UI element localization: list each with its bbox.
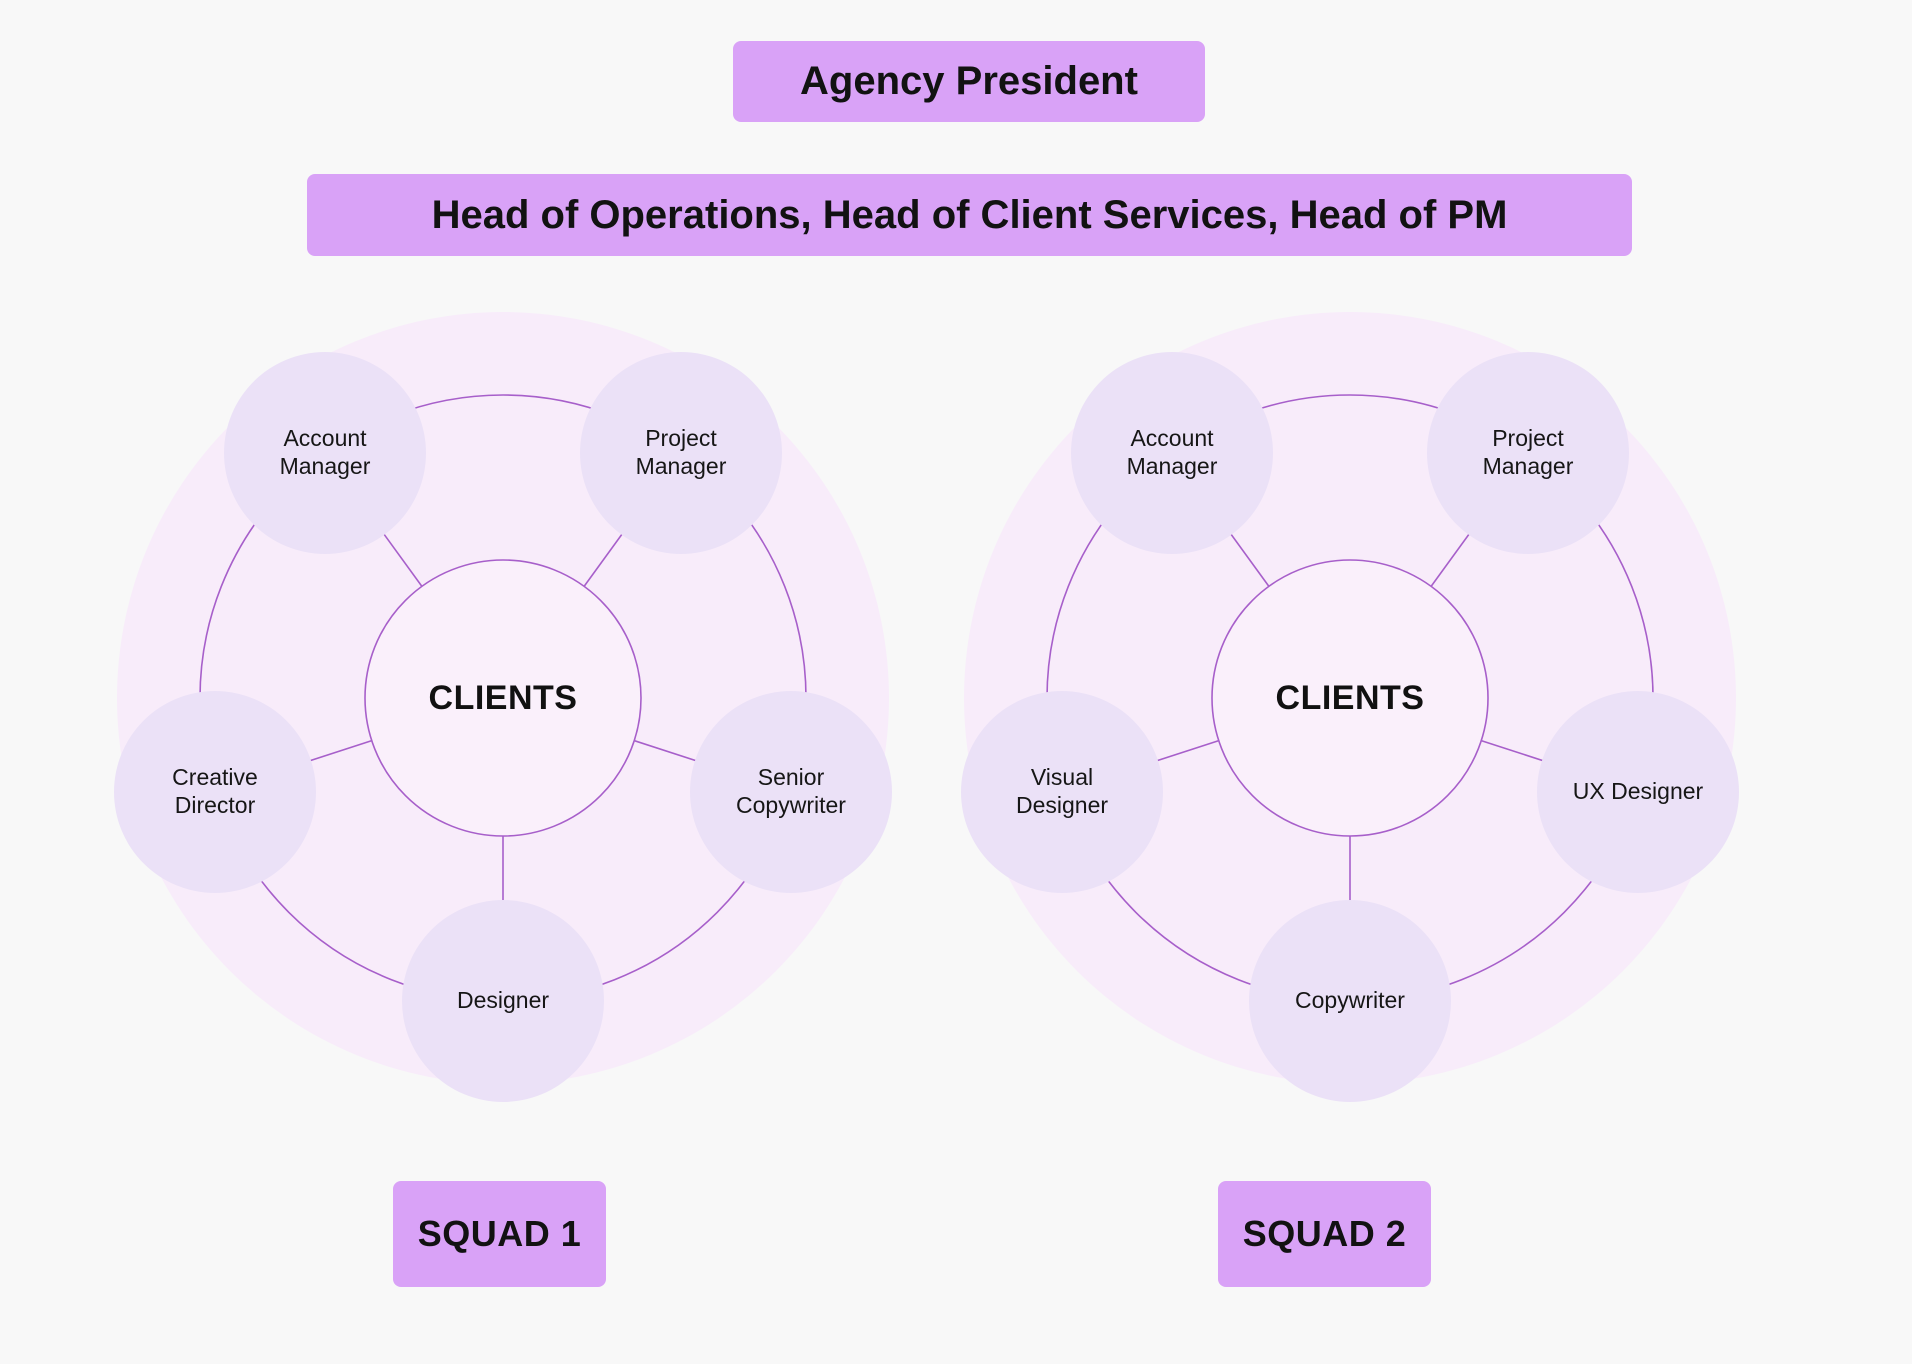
role-label: UX Designer <box>1572 778 1704 805</box>
squad-2-label: SQUAD 2 <box>1242 1213 1407 1254</box>
role-label: Visual Designer <box>1015 764 1109 818</box>
role-node-ux-designer: UX Designer <box>1537 691 1739 893</box>
role-node-account-manager: Account Manager <box>224 352 426 554</box>
department-heads-box: Head of Operations, Head of Client Servi… <box>307 174 1632 256</box>
role-node-project-manager: Project Manager <box>580 352 782 554</box>
role-label: Project Manager <box>635 425 727 479</box>
squad-2-box: SQUAD 2 <box>1218 1181 1431 1287</box>
agency-president-box: Agency President <box>733 41 1205 122</box>
role-node-creative-director: Creative Director <box>114 691 316 893</box>
role-label: Project Manager <box>1482 425 1574 479</box>
role-node-designer: Designer <box>402 900 604 1102</box>
squad-1-diagram: Account Manager Project Manager Senior C… <box>114 312 892 1102</box>
department-heads-label: Head of Operations, Head of Client Servi… <box>431 192 1508 237</box>
clients-label: CLIENTS <box>428 678 578 717</box>
role-node-project-manager: Project Manager <box>1427 352 1629 554</box>
squad-2-diagram: Account Manager Project Manager UX Desig… <box>961 312 1739 1102</box>
role-label: Creative Director <box>172 764 258 818</box>
role-node-visual-designer: Visual Designer <box>961 691 1163 893</box>
role-label: Copywriter <box>1295 987 1405 1014</box>
agency-president-label: Agency President <box>800 59 1138 103</box>
squad-1-label: SQUAD 1 <box>417 1213 582 1254</box>
role-label: Account Manager <box>279 425 371 479</box>
squad-1-box: SQUAD 1 <box>393 1181 606 1287</box>
role-label: Account Manager <box>1126 425 1218 479</box>
role-node-account-manager: Account Manager <box>1071 352 1273 554</box>
role-node-senior-copywriter: Senior Copywriter <box>690 691 892 893</box>
clients-circle <box>1211 559 1489 837</box>
role-label: Senior Copywriter <box>736 764 846 818</box>
role-node-copywriter: Copywriter <box>1249 900 1451 1102</box>
clients-label: CLIENTS <box>1275 678 1425 717</box>
role-label: Designer <box>456 987 550 1014</box>
clients-circle <box>364 559 642 837</box>
